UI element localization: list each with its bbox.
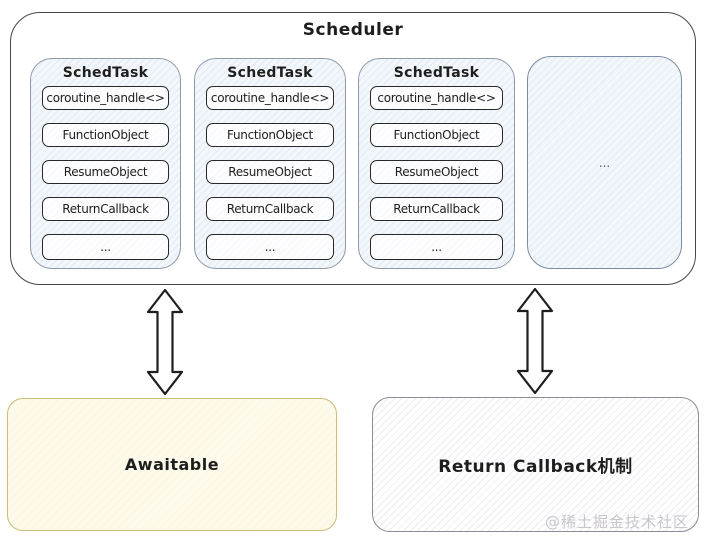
sched-task-card-3: SchedTask coroutine_handle<> FunctionObj… [358, 58, 515, 269]
up-down-arrow-icon [516, 288, 554, 394]
task-item-return-callback: ReturnCallback [42, 197, 169, 221]
task-item-coroutine-handle: coroutine_handle<> [370, 86, 503, 110]
task-item-function-object: FunctionObject [206, 123, 334, 147]
sched-task-card-1: SchedTask coroutine_handle<> FunctionObj… [30, 58, 181, 269]
scheduler-title: Scheduler [302, 20, 404, 40]
task-item-function-object: FunctionObject [370, 123, 503, 147]
task-item-resume-object: ResumeObject [370, 160, 503, 184]
task-item-function-object: FunctionObject [42, 123, 169, 147]
up-down-arrow-icon [146, 289, 184, 395]
task-item-resume-object: ResumeObject [206, 160, 334, 184]
sched-task-card-2: SchedTask coroutine_handle<> FunctionObj… [194, 58, 346, 269]
return-callback-box: Return Callback机制 [372, 397, 699, 532]
task-item-coroutine-handle: coroutine_handle<> [42, 86, 169, 110]
task-item-coroutine-handle: coroutine_handle<> [206, 86, 334, 110]
watermark-text: @稀土掘金技术社区 [545, 513, 690, 531]
task-item-return-callback: ReturnCallback [206, 197, 334, 221]
sched-task-title: SchedTask [62, 65, 149, 81]
task-item-ellipsis: ... [42, 234, 169, 260]
task-item-resume-object: ResumeObject [42, 160, 169, 184]
return-callback-label: Return Callback机制 [438, 457, 633, 477]
awaitable-label: Awaitable [124, 455, 220, 474]
sched-task-title: SchedTask [227, 65, 313, 81]
awaitable-box: Awaitable [7, 398, 337, 531]
more-tasks-ellipsis-label: ... [598, 155, 611, 170]
task-item-ellipsis: ... [206, 234, 334, 260]
sched-task-title: SchedTask [393, 65, 480, 81]
scheduler-container: Scheduler SchedTask coroutine_handle<> F… [10, 12, 696, 285]
more-tasks-card: ... [527, 56, 682, 269]
task-item-ellipsis: ... [370, 234, 503, 260]
task-item-return-callback: ReturnCallback [370, 197, 503, 221]
